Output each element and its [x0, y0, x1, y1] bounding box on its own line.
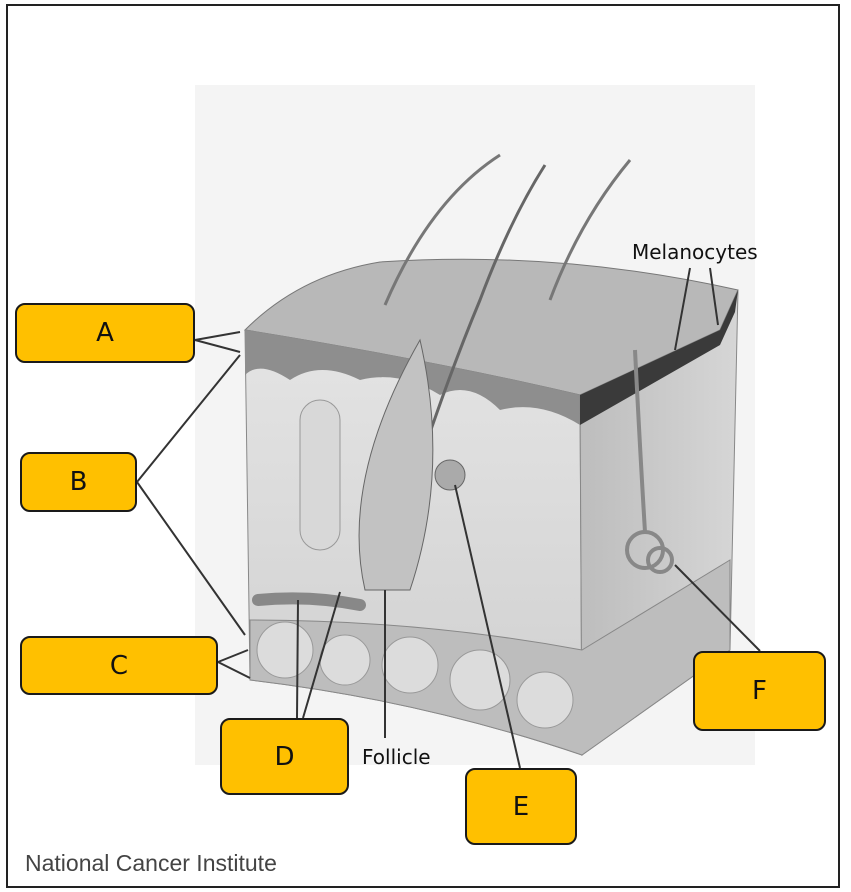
leader-lines	[136, 267, 761, 769]
blood-vessel	[252, 592, 366, 611]
label-box-b: B	[20, 452, 137, 512]
label-box-c: C	[20, 636, 218, 695]
label-box-f: F	[693, 651, 826, 731]
sweat-gland-coil	[625, 349, 674, 574]
hair	[383, 153, 501, 306]
melanocytes-annotation: Melanocytes	[632, 240, 758, 264]
label-box-a: A	[15, 303, 195, 363]
hair-follicle	[358, 338, 434, 591]
hair	[548, 159, 632, 301]
gland	[299, 399, 341, 551]
label-box-d: D	[220, 718, 349, 795]
label-box-e: E	[465, 768, 577, 845]
melanin-layer	[580, 290, 738, 425]
sebaceous-gland	[434, 459, 466, 491]
follicle-annotation: Follicle	[362, 745, 431, 769]
image-credit: National Cancer Institute	[25, 850, 277, 876]
figure-frame	[6, 4, 840, 888]
